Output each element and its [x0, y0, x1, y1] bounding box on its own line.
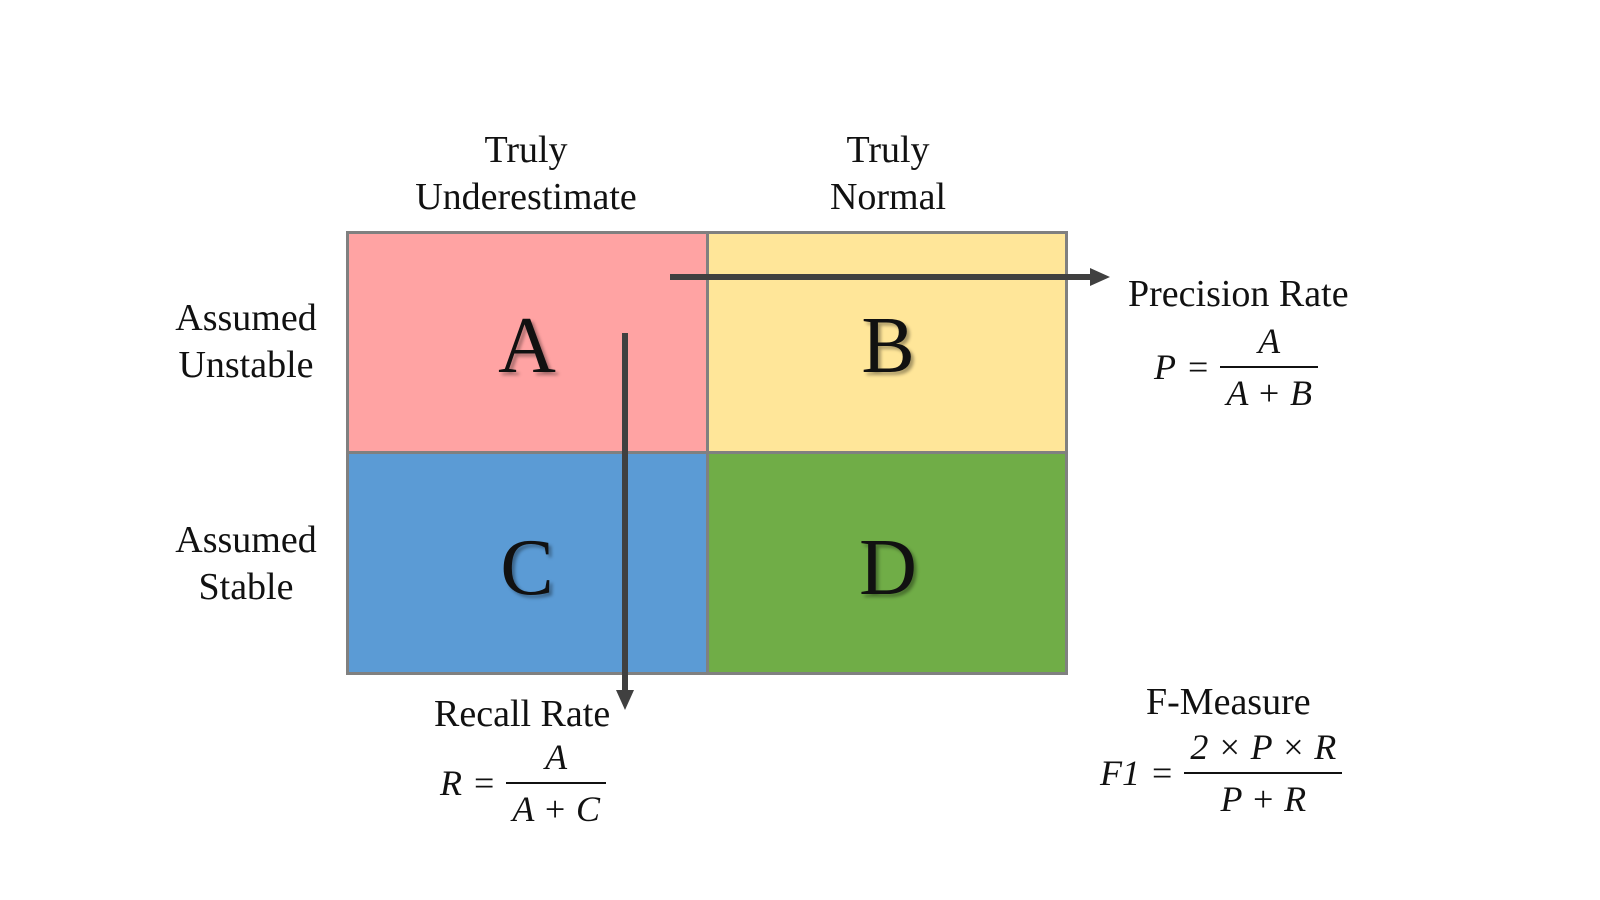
column-header-truly-normal: Truly Normal	[708, 127, 1068, 221]
column-header-truly-underestimate: Truly Underestimate	[346, 127, 706, 221]
fmeasure-block: F-Measure F1 = 2 × P × R P + R	[1100, 680, 1343, 820]
equals-sign: =	[1188, 347, 1209, 387]
precision-fraction: A A + B	[1220, 320, 1318, 414]
cell-a: A	[346, 231, 708, 453]
column-header-line: Normal	[829, 176, 947, 218]
row-header-line: Assumed	[175, 297, 317, 339]
fmeasure-fraction: 2 × P × R P + R	[1184, 726, 1343, 820]
cell-c: C	[346, 453, 708, 675]
row-header-line: Assumed	[175, 519, 317, 561]
cell-d: D	[708, 453, 1068, 675]
equals-sign: =	[1152, 753, 1173, 793]
precision-numerator: A	[1258, 321, 1281, 361]
column-header-line: Truly	[846, 129, 930, 171]
column-header-line: Truly	[484, 129, 568, 171]
row-header-assumed-stable: Assumed Stable	[146, 517, 346, 611]
row-header-assumed-unstable: Assumed Unstable	[146, 295, 346, 389]
precision-denominator: A + B	[1226, 373, 1312, 413]
fraction-bar	[506, 782, 606, 784]
fraction-bar	[1220, 366, 1318, 368]
recall-symbol: R	[440, 763, 462, 803]
fmeasure-numerator: 2 × P × R	[1190, 727, 1337, 767]
recall-numerator: A	[545, 737, 568, 777]
cell-a-label: A	[498, 302, 556, 390]
fraction-bar	[1184, 772, 1343, 774]
column-header-line: Underestimate	[415, 176, 637, 218]
cell-d-label: D	[859, 524, 917, 612]
precision-arrow	[670, 268, 1110, 286]
row-header-line: Unstable	[178, 344, 314, 386]
matrix-divider-horizontal	[346, 451, 1068, 454]
cell-b-label: B	[861, 302, 915, 390]
fmeasure-denominator: P + R	[1220, 779, 1307, 819]
equals-sign: =	[474, 763, 495, 803]
recall-fraction: A A + C	[506, 736, 606, 830]
recall-formula: R = A A + C	[440, 736, 610, 830]
row-header-line: Stable	[198, 566, 294, 608]
precision-title: Precision Rate	[1128, 273, 1349, 315]
precision-symbol: P	[1154, 347, 1176, 387]
recall-block: Recall Rate R = A A + C	[434, 692, 610, 830]
fmeasure-formula: F1 = 2 × P × R P + R	[1100, 726, 1343, 820]
recall-title: Recall Rate	[434, 693, 611, 735]
recall-denominator: A + C	[512, 789, 600, 829]
fmeasure-symbol: F1	[1100, 753, 1140, 793]
precision-block: Precision Rate P = A A + B	[1128, 272, 1349, 414]
fmeasure-title: F-Measure	[1146, 681, 1311, 723]
cell-c-label: C	[500, 524, 554, 612]
cell-b: B	[708, 231, 1068, 453]
recall-arrow	[616, 333, 634, 710]
precision-formula: P = A A + B	[1154, 320, 1349, 414]
